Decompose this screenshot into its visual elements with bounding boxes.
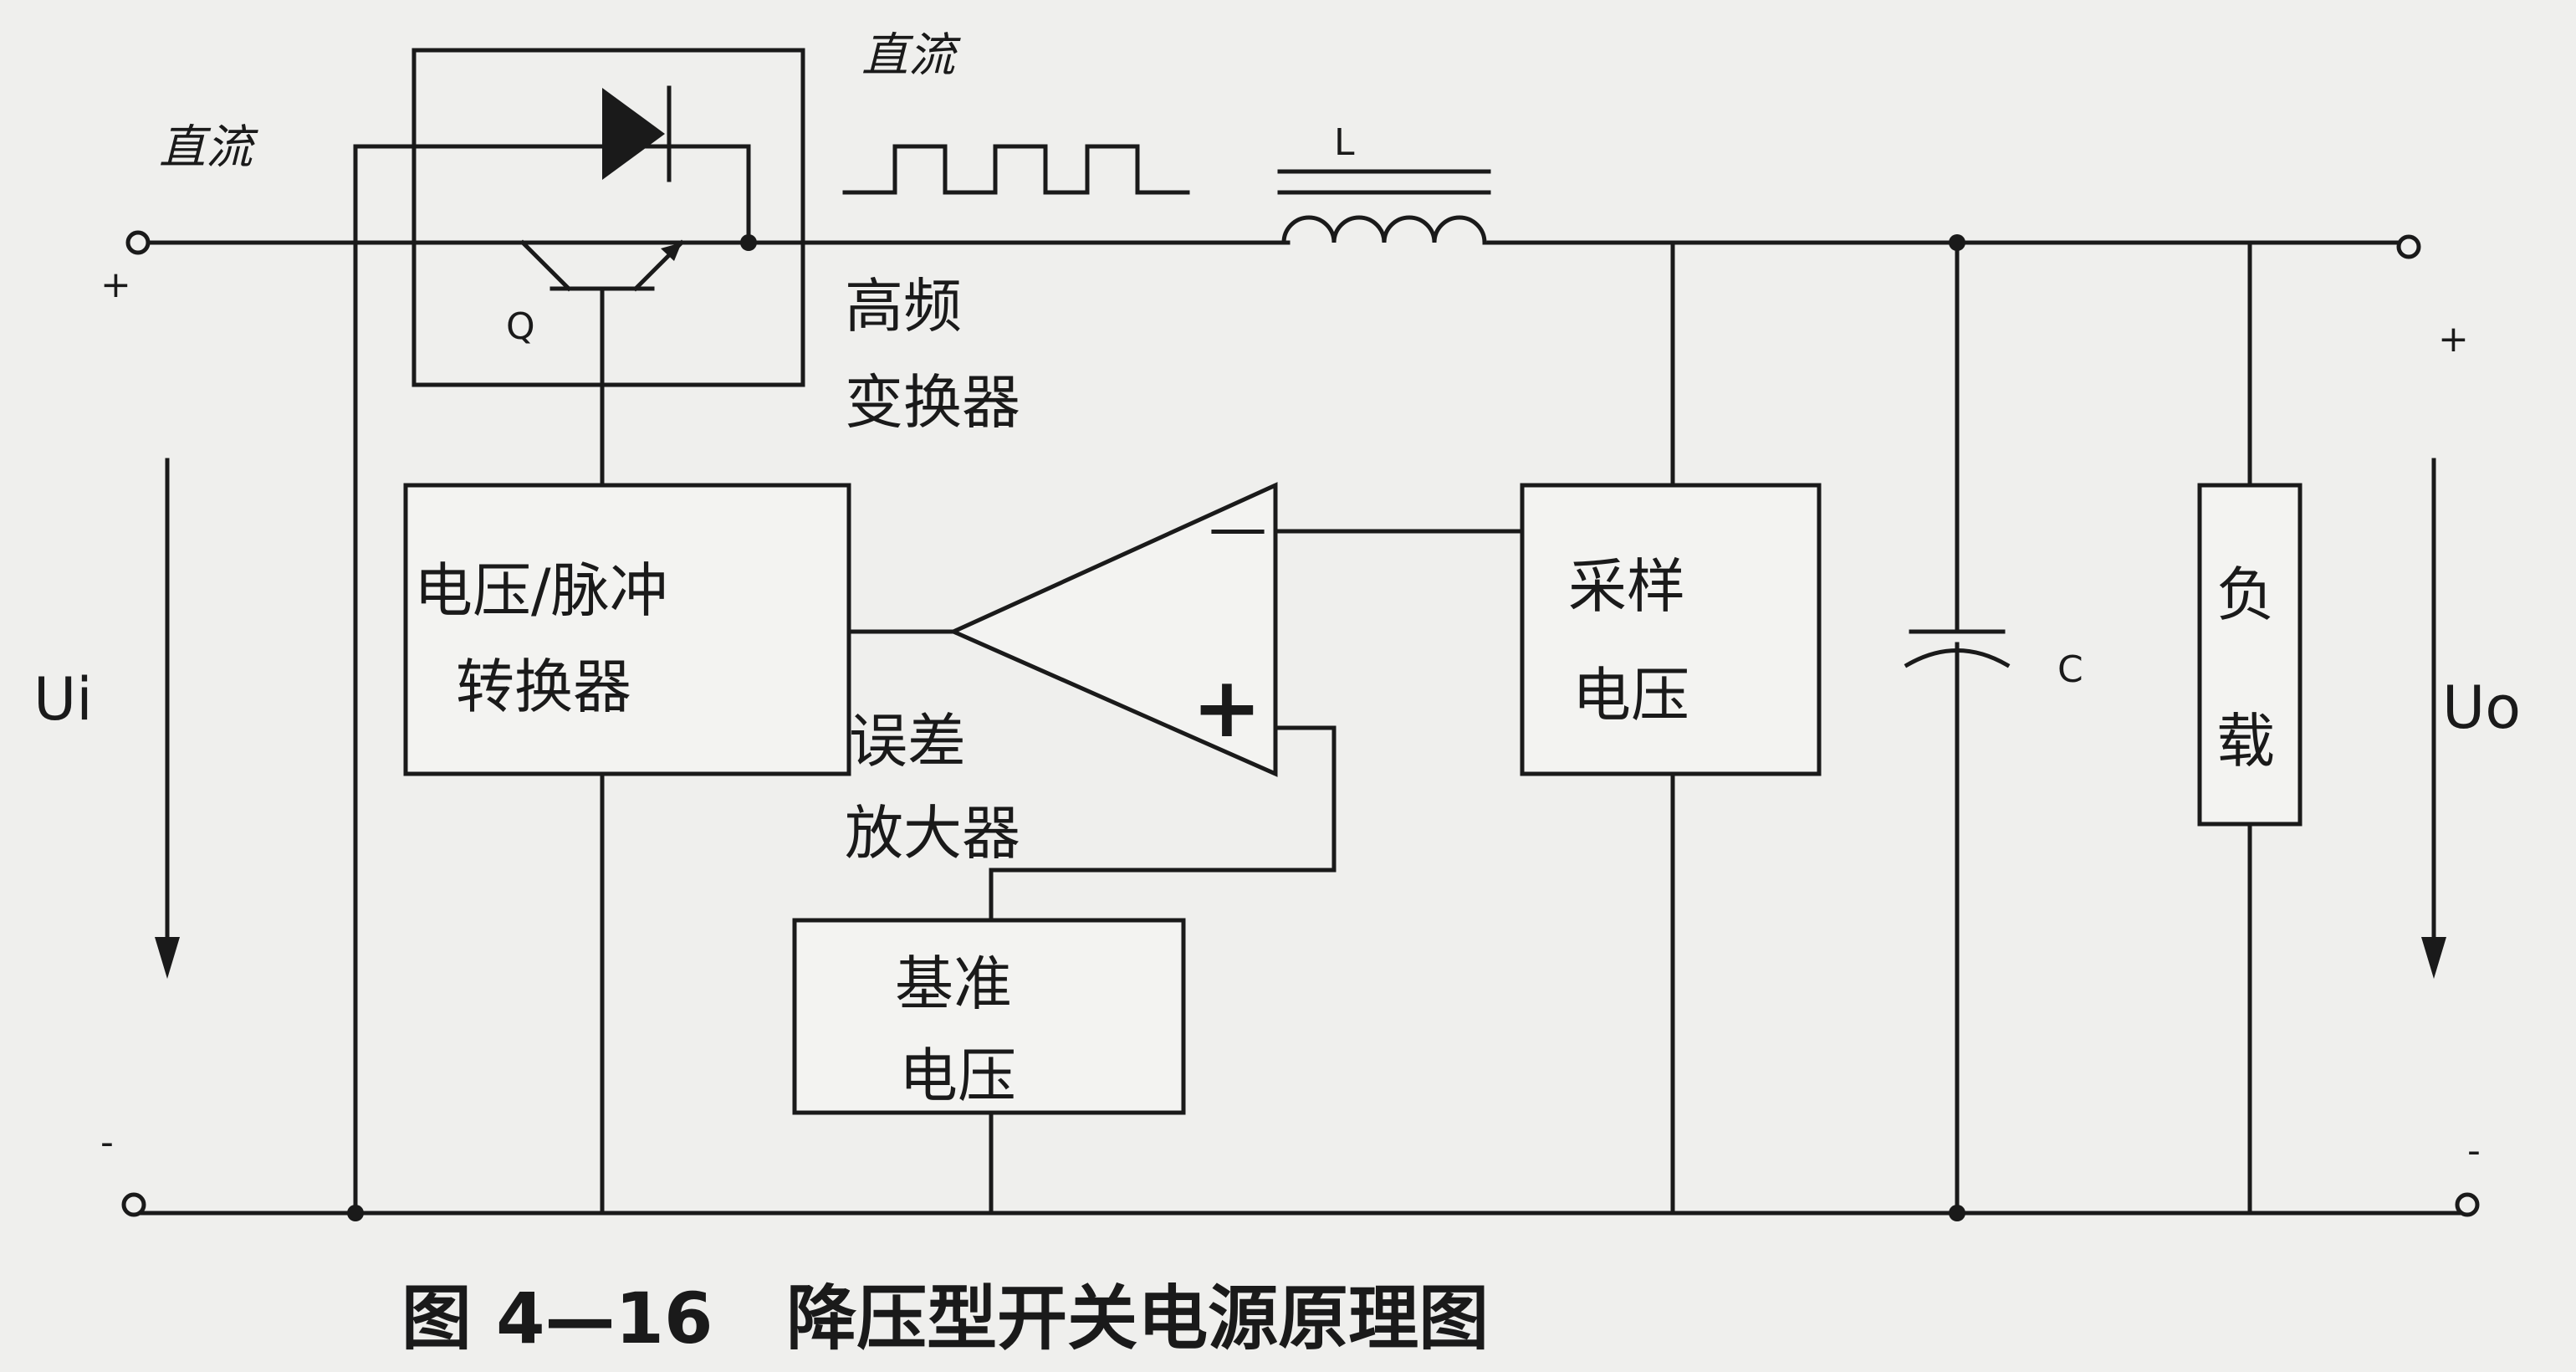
reference-voltage-box	[792, 918, 1186, 1115]
load-label-1: 负	[2216, 561, 2275, 629]
input-plus-label: +	[100, 264, 131, 306]
diode-icon	[602, 88, 665, 180]
reference-voltage-label-2: 电压	[899, 1042, 1016, 1110]
output-plus-label: +	[2438, 318, 2469, 361]
junction-dot	[1949, 234, 1965, 251]
opamp-plus-label: +	[1192, 658, 1262, 756]
output-minus-terminal	[2455, 1192, 2480, 1217]
input-minus-terminal	[121, 1192, 146, 1217]
output-plus-terminal	[2396, 234, 2421, 259]
output-minus-label: -	[2467, 1129, 2481, 1172]
pwm-converter-label-1: 电压/脉冲	[414, 556, 668, 625]
error-amplifier-triangle	[948, 482, 1278, 777]
pwm-converter-label-2: 转换器	[456, 653, 631, 721]
sampling-voltage-box	[1520, 483, 1822, 776]
ui-arrow-head-icon	[155, 937, 180, 979]
dc-input-label: 直流	[159, 120, 258, 175]
dc-output-label: 直流	[861, 28, 961, 83]
capacitor-label: C	[2057, 648, 2083, 691]
uo-arrow-head-icon	[2421, 937, 2446, 979]
opamp-minus-label: —	[1209, 494, 1267, 562]
junction-dot	[740, 234, 757, 251]
junction-dot	[347, 1205, 364, 1221]
hf-converter-label-1: 高频	[845, 272, 962, 340]
emitter-arrow-icon	[661, 243, 682, 261]
load-box	[2197, 483, 2303, 827]
error-amplifier-label-2: 放大器	[845, 799, 1020, 868]
capacitor-bottom-plate	[1904, 648, 2011, 668]
reference-voltage-label-1: 基准	[895, 950, 1012, 1018]
hf-converter-label-2: 变换器	[845, 368, 1020, 437]
junction-dot	[1949, 1205, 1965, 1221]
ui-label: Ui	[33, 665, 93, 734]
inductor-coil-icon	[1281, 215, 1487, 245]
hf-converter-box	[411, 48, 805, 387]
input-minus-label: -	[100, 1121, 114, 1164]
figure-caption: 图 4—16 降压型开关电源原理图	[401, 1277, 1489, 1359]
square-wave-icon	[842, 144, 1190, 195]
load-label-2: 载	[2216, 707, 2275, 776]
switch-q-label: Q	[506, 305, 535, 348]
transistor-collector	[519, 239, 572, 292]
pwm-converter-box	[403, 483, 851, 776]
error-amplifier-label-1: 误差	[849, 707, 966, 776]
input-plus-terminal	[125, 230, 151, 255]
sampling-voltage-label-1: 采样	[1568, 552, 1685, 621]
uo-label: Uo	[2442, 673, 2521, 742]
inductor-label: L	[1334, 121, 1355, 164]
sampling-voltage-label-2: 电压	[1572, 661, 1689, 730]
